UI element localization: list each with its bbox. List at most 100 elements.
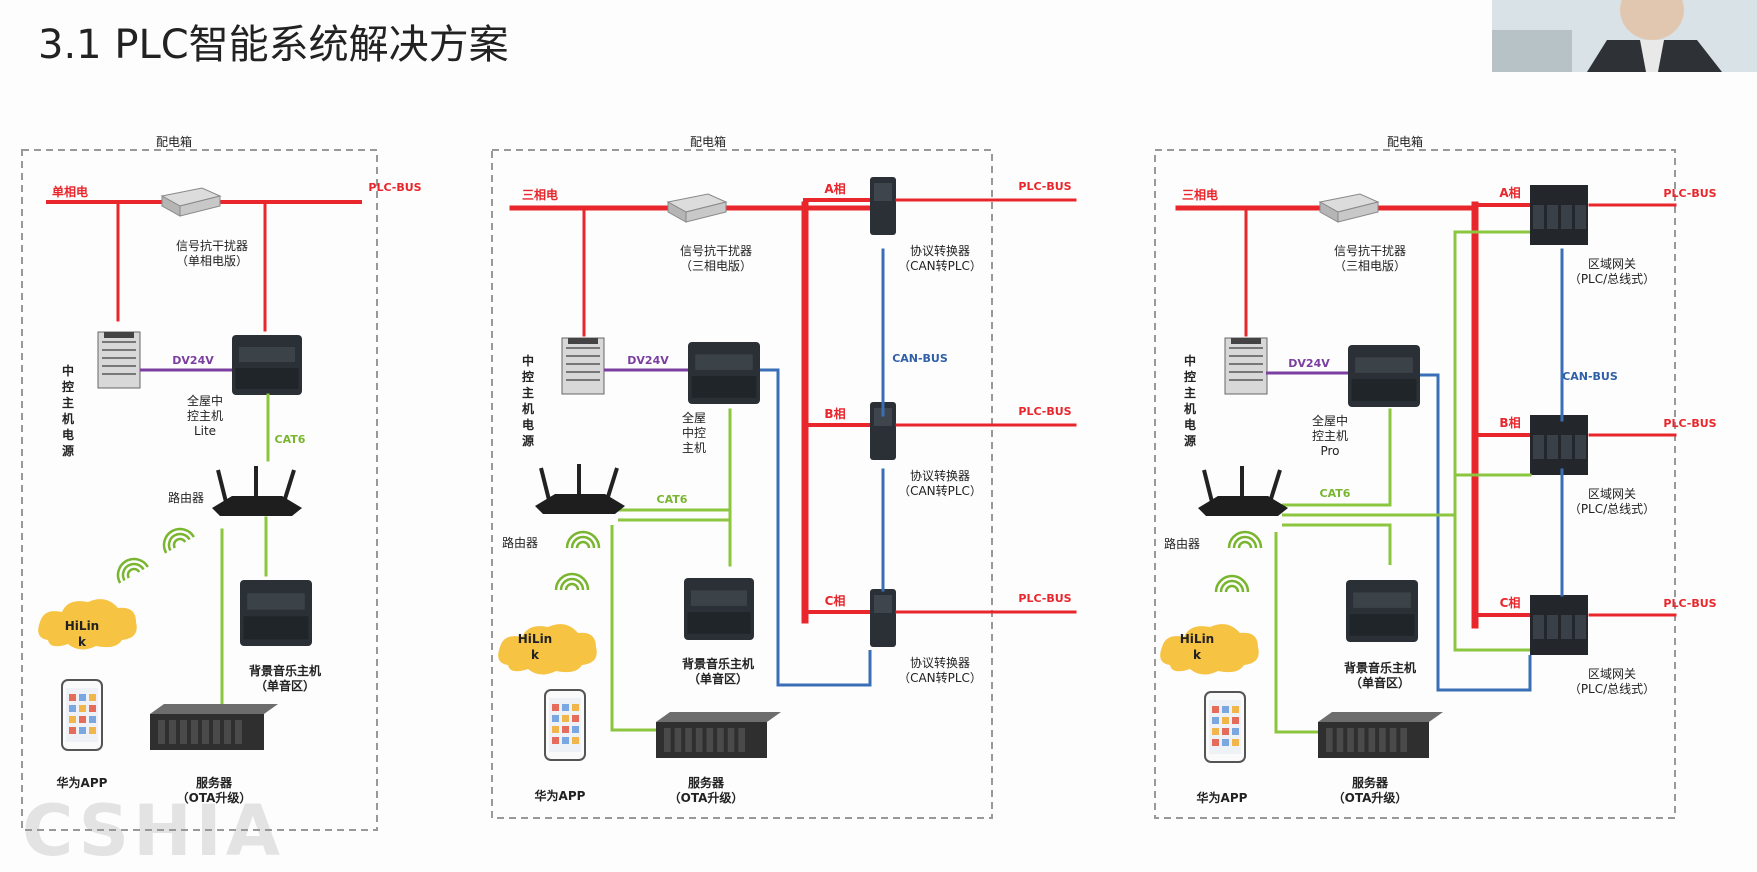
router-label-line: 路由器 xyxy=(168,490,204,505)
gateway-module xyxy=(1533,205,1544,229)
app-tile xyxy=(69,705,76,712)
router-antenna xyxy=(216,469,228,503)
phase-label: C相 xyxy=(825,593,846,608)
app-tile xyxy=(572,726,579,733)
phase-label: A相 xyxy=(1499,185,1520,200)
converter-label-line: 协议转换器 xyxy=(910,243,970,258)
converter-label-line: （CAN转PLC） xyxy=(898,670,982,685)
power-supply-device xyxy=(1224,337,1268,395)
hilink-label-line: HiLin xyxy=(518,632,552,646)
distribution-box-label-line: 配电箱 xyxy=(1387,134,1423,149)
signal-interference-device xyxy=(1318,193,1380,223)
device-panel xyxy=(239,347,295,362)
app-tile xyxy=(89,727,96,734)
dv24v-label: DV24V xyxy=(1288,357,1330,370)
gateway-label: 区域网关（PLC/总线式） xyxy=(1569,487,1655,516)
dv24v-label: DV24V xyxy=(627,354,669,367)
hilink-cloud xyxy=(1160,624,1259,675)
server-bay xyxy=(158,720,165,744)
device-lower xyxy=(1351,379,1417,401)
server-bay xyxy=(224,720,231,744)
server-device xyxy=(1318,712,1443,758)
dv24v-label-line: DV24V xyxy=(627,354,669,367)
music-host-label: 背景音乐主机（单音区） xyxy=(682,656,754,686)
phase-label-line: A相 xyxy=(824,181,845,196)
app-tile xyxy=(552,715,559,722)
gateway-module xyxy=(1561,615,1572,639)
router-body xyxy=(1198,496,1288,516)
app-tile xyxy=(79,694,86,701)
can-bus-line xyxy=(760,368,872,687)
music-host-device xyxy=(240,580,312,646)
server-bay xyxy=(695,728,703,752)
app-label: 华为APP xyxy=(57,775,108,790)
plc-bus-label-line: PLC-BUS xyxy=(1663,187,1716,200)
router-antenna xyxy=(1202,469,1214,503)
app-tile xyxy=(1222,706,1229,713)
gateway-module xyxy=(1575,435,1586,459)
server-bay xyxy=(685,728,692,752)
wifi-arc xyxy=(167,532,191,552)
protocol-converter-device xyxy=(870,177,896,235)
phase-label: A相 xyxy=(824,181,845,196)
device-lower xyxy=(1349,614,1415,636)
server-top xyxy=(1318,712,1443,722)
device-panel xyxy=(691,590,747,606)
plc-bus-label-line: PLC-BUS xyxy=(1663,417,1716,430)
router-label-line: 路由器 xyxy=(502,535,538,550)
wifi-arc xyxy=(559,577,585,591)
distribution-box-outline xyxy=(1154,149,1676,819)
signal-interference-device xyxy=(666,193,728,223)
server-bay xyxy=(1357,728,1365,752)
wifi-icon xyxy=(565,530,601,549)
distribution-box-label-line: 配电箱 xyxy=(690,134,726,149)
psu-body xyxy=(561,337,605,395)
power-supply-label-line: 电 xyxy=(1184,417,1196,432)
cat6-label-line: CAT6 xyxy=(1320,487,1351,500)
plc-bus-label: PLC-BUS xyxy=(1018,405,1071,418)
host-lite-device xyxy=(232,335,302,395)
app-tile xyxy=(79,727,86,734)
psu-body xyxy=(97,331,141,389)
distribution-box-label: 配电箱 xyxy=(690,134,726,149)
interference-label: 信号抗干扰器（三相电版） xyxy=(680,243,752,273)
server-label-line: （OTA升级） xyxy=(177,790,252,805)
gateway-module xyxy=(1547,615,1558,639)
host-label-line: 控主机 xyxy=(187,409,223,423)
psu-terminal xyxy=(104,332,134,338)
music-host-label-line: 背景音乐主机 xyxy=(249,663,321,678)
cat6-line xyxy=(610,525,670,732)
phone-device xyxy=(544,689,586,761)
gateway-label: 区域网关（PLC/总线式） xyxy=(1569,257,1655,286)
wifi-arc xyxy=(172,537,187,549)
router-label: 路由器 xyxy=(1164,536,1200,551)
app-tile xyxy=(1222,728,1229,735)
power-supply-label-line: 机 xyxy=(522,401,534,416)
app-tile xyxy=(572,737,579,744)
device-front xyxy=(685,201,727,223)
gateway-module xyxy=(1561,435,1572,459)
phase-label-line: A相 xyxy=(1499,185,1520,200)
router-device xyxy=(535,464,625,514)
server-bay xyxy=(169,720,176,744)
hilink-label-line: k xyxy=(531,648,540,662)
phase-label: B相 xyxy=(824,406,845,421)
cat6-line xyxy=(1274,532,1330,734)
cat6-line xyxy=(1453,230,1530,652)
router-device xyxy=(212,466,302,516)
can-bus-label: CAN-BUS xyxy=(892,352,948,365)
app-label: 华为APP xyxy=(1197,790,1248,805)
power-supply-label-line: 控 xyxy=(62,379,74,394)
server-label-line: （OTA升级） xyxy=(669,790,744,805)
app-label-line: 华为APP xyxy=(535,788,586,803)
server-bay xyxy=(706,728,714,752)
router-body xyxy=(535,494,625,514)
router-antenna xyxy=(1268,469,1282,503)
interference-label-line: （三相电版） xyxy=(1334,259,1406,273)
host-label-line: 控主机 xyxy=(1312,429,1348,443)
wifi-arc xyxy=(126,567,141,579)
